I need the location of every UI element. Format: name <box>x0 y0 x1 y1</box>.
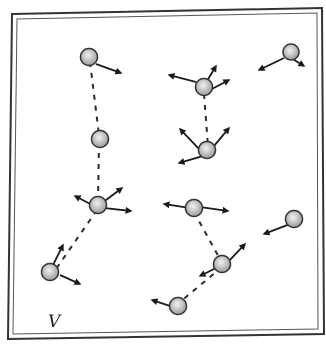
trajectory <box>98 142 99 201</box>
molecules <box>42 44 303 315</box>
volume-label: V <box>48 312 62 332</box>
trajectory <box>90 62 99 135</box>
container-box-inner <box>13 13 318 334</box>
velocity-arrow <box>179 156 203 163</box>
molecule <box>42 264 59 281</box>
velocity-arrow <box>259 58 284 70</box>
velocity-arrow <box>104 208 131 211</box>
molecule <box>196 79 213 96</box>
molecule <box>286 211 303 228</box>
molecule <box>199 142 216 159</box>
container-box-outer <box>8 8 324 339</box>
molecule <box>92 131 109 148</box>
velocity-arrow <box>200 207 228 211</box>
velocity-arrow <box>169 75 196 82</box>
trajectories <box>56 62 222 302</box>
trajectory <box>180 267 222 302</box>
molecule <box>90 197 107 214</box>
velocity-arrow <box>214 128 229 146</box>
molecule <box>170 298 187 315</box>
velocity-arrow <box>180 129 200 150</box>
molecule <box>81 49 98 66</box>
molecule <box>283 44 299 60</box>
velocity-arrow <box>264 224 290 234</box>
trajectory <box>194 212 221 261</box>
velocity-arrows <box>52 56 304 307</box>
molecule <box>214 256 231 273</box>
velocity-arrow <box>60 275 80 284</box>
trajectory <box>204 94 208 146</box>
trajectory <box>56 210 97 269</box>
velocity-arrow <box>96 64 121 73</box>
molecule <box>186 200 203 217</box>
velocity-arrow <box>228 244 245 262</box>
